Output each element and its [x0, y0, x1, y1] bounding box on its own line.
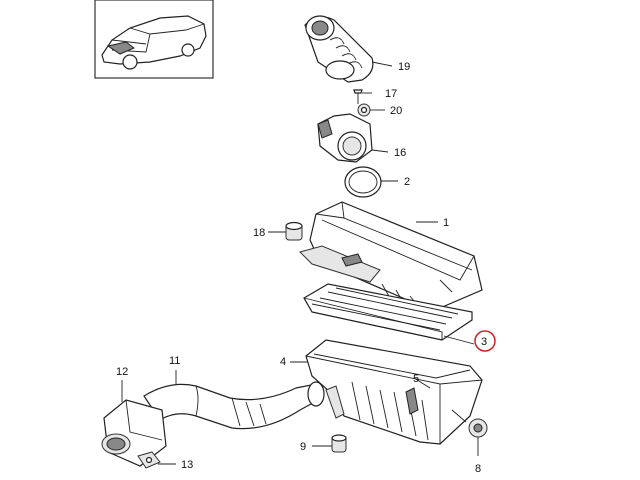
part-9-rubber-mount — [312, 434, 347, 453]
callout-2: 2 — [404, 176, 410, 188]
callout-3: 3 — [481, 336, 487, 348]
callout-17: 17 — [385, 88, 397, 100]
part-13-clip — [137, 451, 176, 469]
part-20-grommet — [357, 103, 385, 117]
callout-19: 19 — [398, 61, 410, 73]
callout-5: 5 — [413, 373, 419, 385]
vehicle-locator-thumbnail — [94, 0, 214, 79]
part-19-intake-hose — [304, 15, 393, 83]
callout-9: 9 — [300, 441, 306, 453]
callout-18: 18 — [253, 227, 265, 239]
callout-1: 1 — [443, 217, 449, 229]
callout-4: 4 — [280, 356, 286, 368]
callout-13: 13 — [181, 459, 193, 471]
callout-11: 11 — [169, 355, 180, 367]
part-12-intake-snorkel — [101, 380, 167, 467]
part-17-screw — [353, 89, 372, 104]
part-3-filter-element — [303, 283, 475, 345]
callout-12: 12 — [116, 366, 128, 378]
callout-8: 8 — [475, 463, 481, 475]
part-18-bushing — [268, 221, 303, 241]
part-16-air-flow-sensor — [317, 113, 389, 163]
part-8-mount — [468, 418, 488, 456]
callout-3-highlight-ring — [474, 330, 496, 352]
part-4-air-cleaner-housing — [290, 339, 483, 445]
part-2-o-ring — [344, 166, 398, 198]
part-11-intake-duct — [143, 370, 345, 430]
part-1-air-cleaner-cover — [299, 201, 483, 309]
callout-20: 20 — [390, 105, 402, 117]
callout-16: 16 — [394, 147, 406, 159]
